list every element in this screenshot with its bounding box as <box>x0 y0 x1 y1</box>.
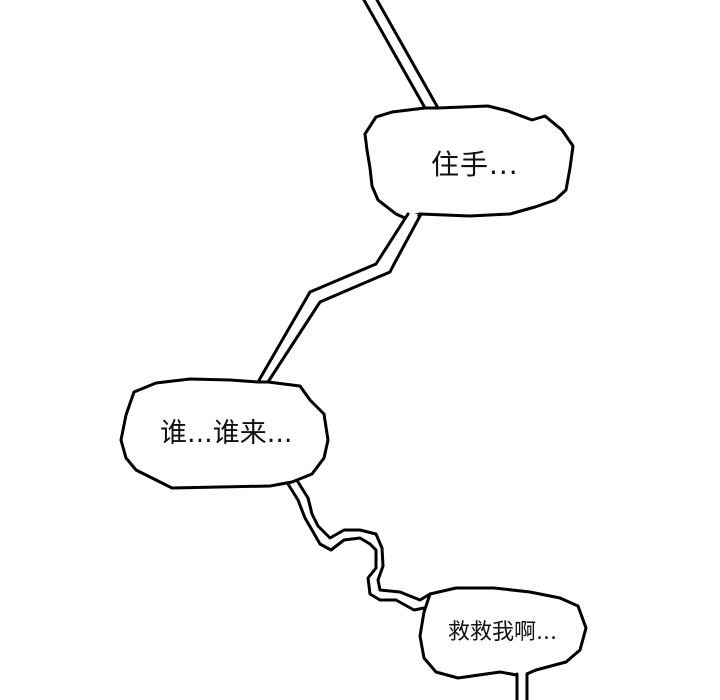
bubble-tail-middle <box>260 214 418 382</box>
speech-bubble-1-text: 住手... <box>431 148 519 181</box>
speech-bubble-3-outline <box>418 586 588 680</box>
bubble-tail-top <box>364 0 436 108</box>
speech-bubble-1-outline <box>363 104 575 220</box>
bubble-tail-wavy <box>288 484 428 606</box>
speech-bubble-2-text: 谁...谁来... <box>160 418 293 449</box>
speech-bubble-3-text: 救救我啊... <box>448 620 557 645</box>
speech-bubble-2-outline <box>119 377 330 490</box>
bubble-tail-bottom <box>517 673 527 700</box>
